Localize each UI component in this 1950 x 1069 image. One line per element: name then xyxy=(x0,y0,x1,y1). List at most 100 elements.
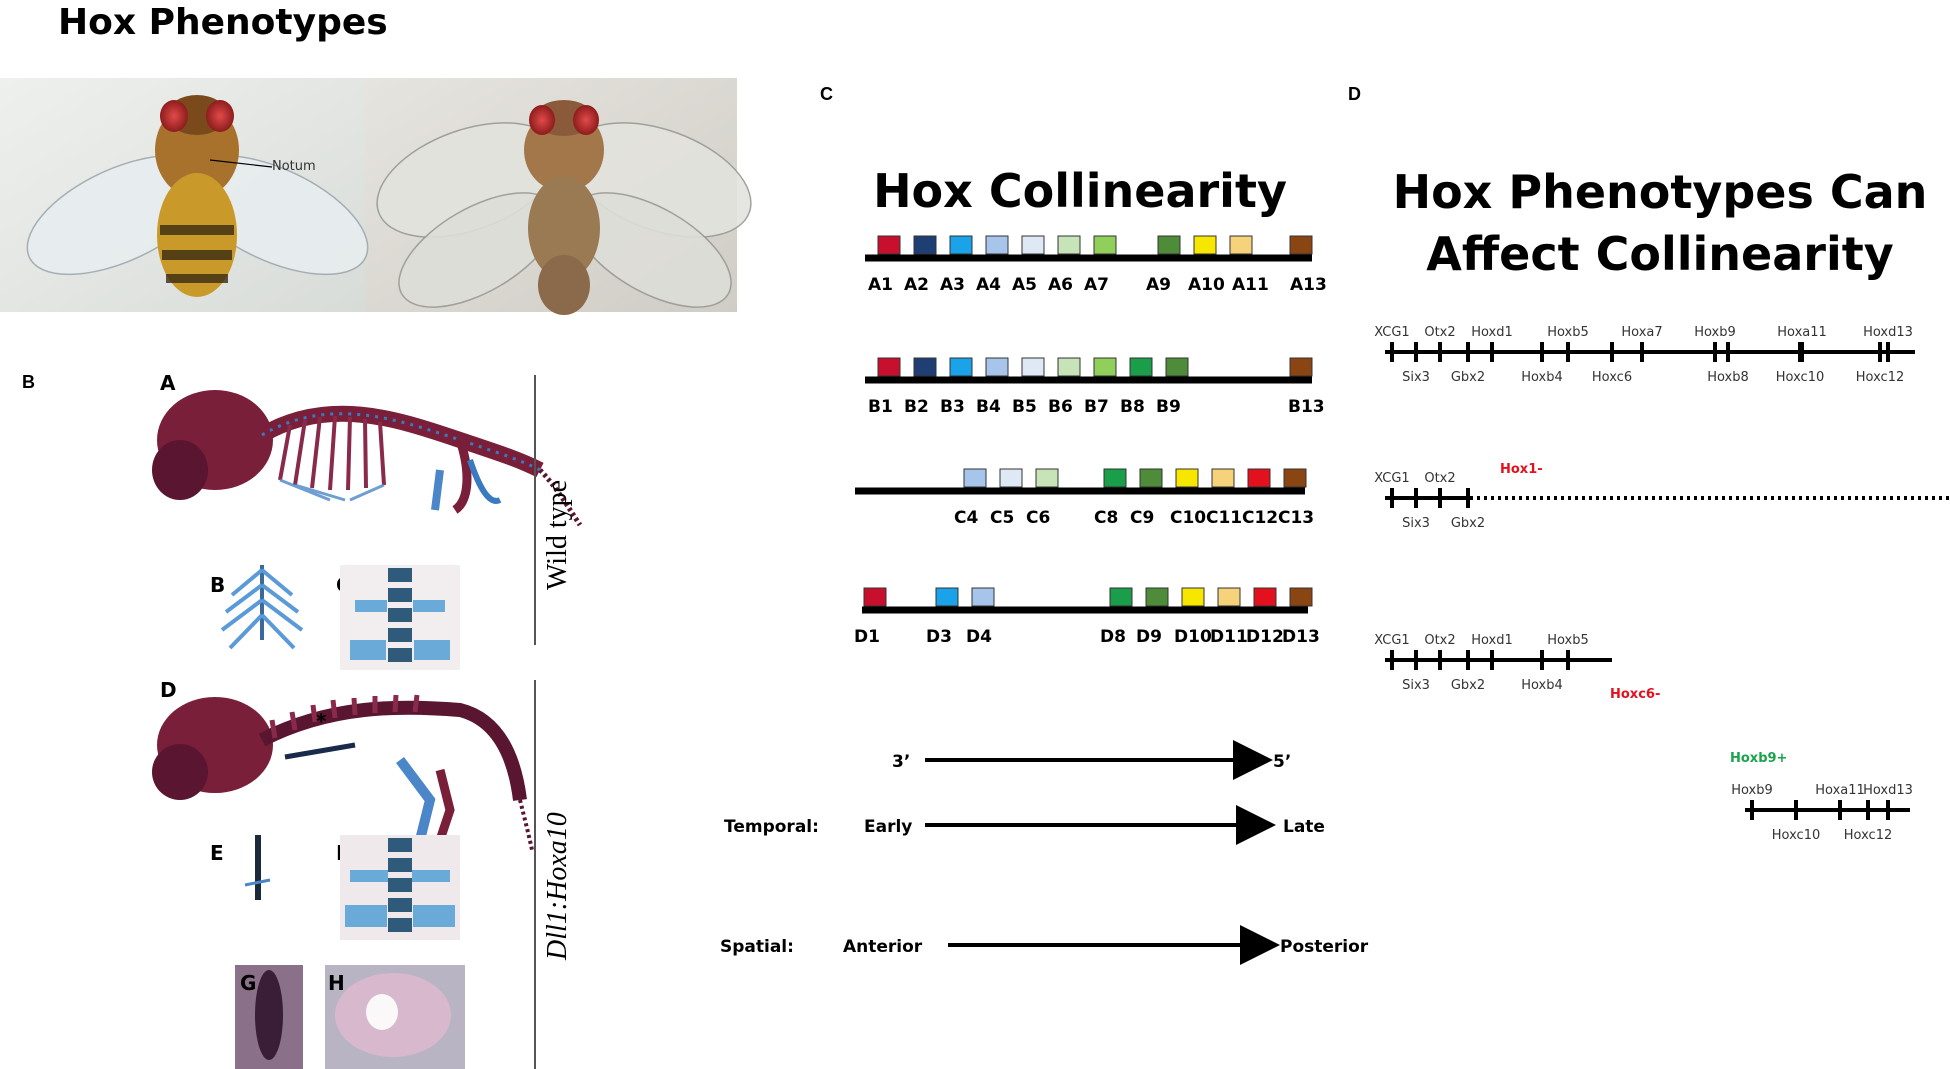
gene-label-c13: C13 xyxy=(1278,508,1314,528)
wild-type-label: Wild type xyxy=(542,480,573,590)
gene-box-b4 xyxy=(985,357,1009,377)
gene-label-a9: A9 xyxy=(1146,275,1171,295)
row-top-label: Hoxa7 xyxy=(1621,325,1662,340)
panel-b-sublabel-e: E xyxy=(210,841,224,865)
sternum-illustration xyxy=(220,565,304,650)
panel-label-b: B xyxy=(22,372,35,392)
gene-label-c11: C11 xyxy=(1206,508,1242,528)
gene-box-c11 xyxy=(1211,468,1235,488)
row-bottom-label: Hoxb4 xyxy=(1521,678,1563,693)
gene-box-a3 xyxy=(949,235,973,255)
gene-label-c8: C8 xyxy=(1094,508,1118,528)
row-top-label: Hoxd13 xyxy=(1863,783,1913,798)
row-bottom-label: Hoxc12 xyxy=(1844,828,1892,843)
gene-label-c4: C4 xyxy=(954,508,978,528)
gene-box-d12 xyxy=(1253,587,1277,607)
row-bottom-label: Gbx2 xyxy=(1451,516,1485,531)
gene-label-b1: B1 xyxy=(868,397,893,417)
gene-box-a1 xyxy=(877,235,901,255)
mutant-genotype-label: Dll1:Hoxa10 xyxy=(542,812,573,961)
gene-box-b6 xyxy=(1057,357,1081,377)
gene-label-d8: D8 xyxy=(1100,627,1126,647)
gene-box-a11 xyxy=(1229,235,1253,255)
row-top-label: Hoxb5 xyxy=(1547,633,1589,648)
panel-b-sublabel-h: H xyxy=(328,971,345,995)
gene-label-d10: D10 xyxy=(1174,627,1212,647)
row-top-label: Hoxb5 xyxy=(1547,325,1589,340)
gene-box-c10 xyxy=(1175,468,1199,488)
row-bottom-label: Hoxc10 xyxy=(1776,370,1824,385)
wildtype-skeleton-illustration xyxy=(152,390,583,527)
gene-box-d9 xyxy=(1145,587,1169,607)
gene-box-d1 xyxy=(863,587,887,607)
row-bottom-label: Hoxc10 xyxy=(1772,828,1820,843)
gene-label-b13: B13 xyxy=(1288,397,1325,417)
arrow-end-label: Late xyxy=(1283,817,1325,837)
gene-box-b13 xyxy=(1289,357,1313,377)
gene-box-c9 xyxy=(1139,468,1163,488)
panel-label-d: D xyxy=(1348,84,1361,104)
gene-box-a2 xyxy=(913,235,937,255)
gene-label-c12: C12 xyxy=(1242,508,1278,528)
gene-box-a6 xyxy=(1057,235,1081,255)
panel-b-sublabel-d: D xyxy=(160,678,177,702)
row-bottom-label: Six3 xyxy=(1402,678,1430,693)
row-top-label: Otx2 xyxy=(1424,633,1455,648)
vertebrae-wt-illustration xyxy=(340,565,460,670)
gene-label-b2: B2 xyxy=(904,397,929,417)
gene-box-b3 xyxy=(949,357,973,377)
gene-label-c6: C6 xyxy=(1026,508,1050,528)
row-mutation-label: Hox1- xyxy=(1500,462,1543,477)
gene-label-a6: A6 xyxy=(1048,275,1073,295)
row-bottom-label: Gbx2 xyxy=(1451,370,1485,385)
gene-box-c6 xyxy=(1035,468,1059,488)
gene-label-d9: D9 xyxy=(1136,627,1162,647)
gene-label-d3: D3 xyxy=(926,627,952,647)
gene-label-b7: B7 xyxy=(1084,397,1109,417)
row-top-label: XCG1 xyxy=(1374,471,1409,486)
panel-label-c: C xyxy=(820,84,833,104)
gene-label-b9: B9 xyxy=(1156,397,1181,417)
row-mutation-label: Hoxc6- xyxy=(1610,687,1660,702)
gene-box-c8 xyxy=(1103,468,1127,488)
arrow-axis-label: Spatial: xyxy=(720,937,794,957)
gene-box-d8 xyxy=(1109,587,1133,607)
panel-a-photo: Notum xyxy=(0,78,752,315)
row-top-label: Hoxb9 xyxy=(1731,783,1773,798)
gene-label-d4: D4 xyxy=(966,627,992,647)
gene-label-a1: A1 xyxy=(868,275,893,295)
gene-label-a10: A10 xyxy=(1188,275,1225,295)
gene-label-d13: D13 xyxy=(1282,627,1320,647)
row-top-label: Hoxa11 xyxy=(1777,325,1827,340)
row-top-label: Hoxd1 xyxy=(1471,633,1513,648)
gene-box-a10 xyxy=(1193,235,1217,255)
gene-box-a4 xyxy=(985,235,1009,255)
gene-box-a7 xyxy=(1093,235,1117,255)
axis-arrow-0: 3’5’ xyxy=(892,740,1291,780)
mutant-skeleton-illustration xyxy=(152,694,534,851)
sternum-mutant-illustration xyxy=(244,835,271,900)
vertebrae-mutant-illustration xyxy=(340,835,460,940)
gene-box-d10 xyxy=(1181,587,1205,607)
gene-label-a5: A5 xyxy=(1012,275,1037,295)
gene-label-b3: B3 xyxy=(940,397,965,417)
row-bottom-label: Hoxc12 xyxy=(1856,370,1904,385)
gene-label-c9: C9 xyxy=(1130,508,1154,528)
gene-label-a4: A4 xyxy=(976,275,1001,295)
gene-box-c12 xyxy=(1247,468,1271,488)
gene-label-b5: B5 xyxy=(1012,397,1037,417)
gene-label-d1: D1 xyxy=(854,627,880,647)
gene-label-d12: D12 xyxy=(1246,627,1284,647)
row-top-label: Otx2 xyxy=(1424,325,1455,340)
gene-box-a5 xyxy=(1021,235,1045,255)
